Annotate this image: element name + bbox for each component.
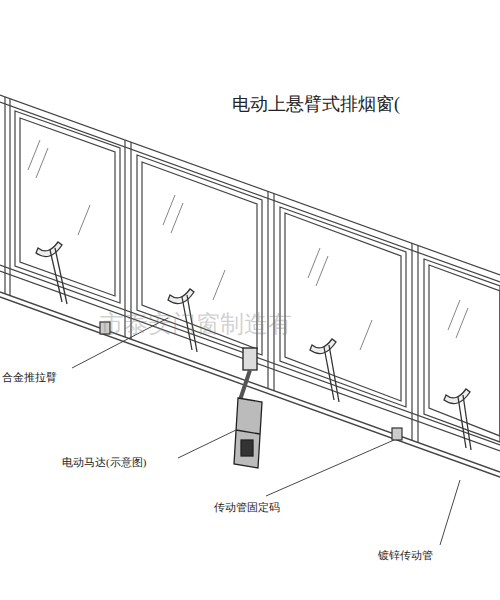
part-label: 传动管固定码 — [214, 500, 280, 515]
part-label: 镀锌传动管 — [378, 548, 433, 563]
part-label: 电动马达(示意图) — [62, 455, 146, 470]
part-label: 合金推拉臂 — [2, 370, 57, 385]
watermark: 市泰安门窗制造有 — [100, 308, 292, 340]
title: 电动上悬臂式排烟窗( — [232, 92, 400, 116]
